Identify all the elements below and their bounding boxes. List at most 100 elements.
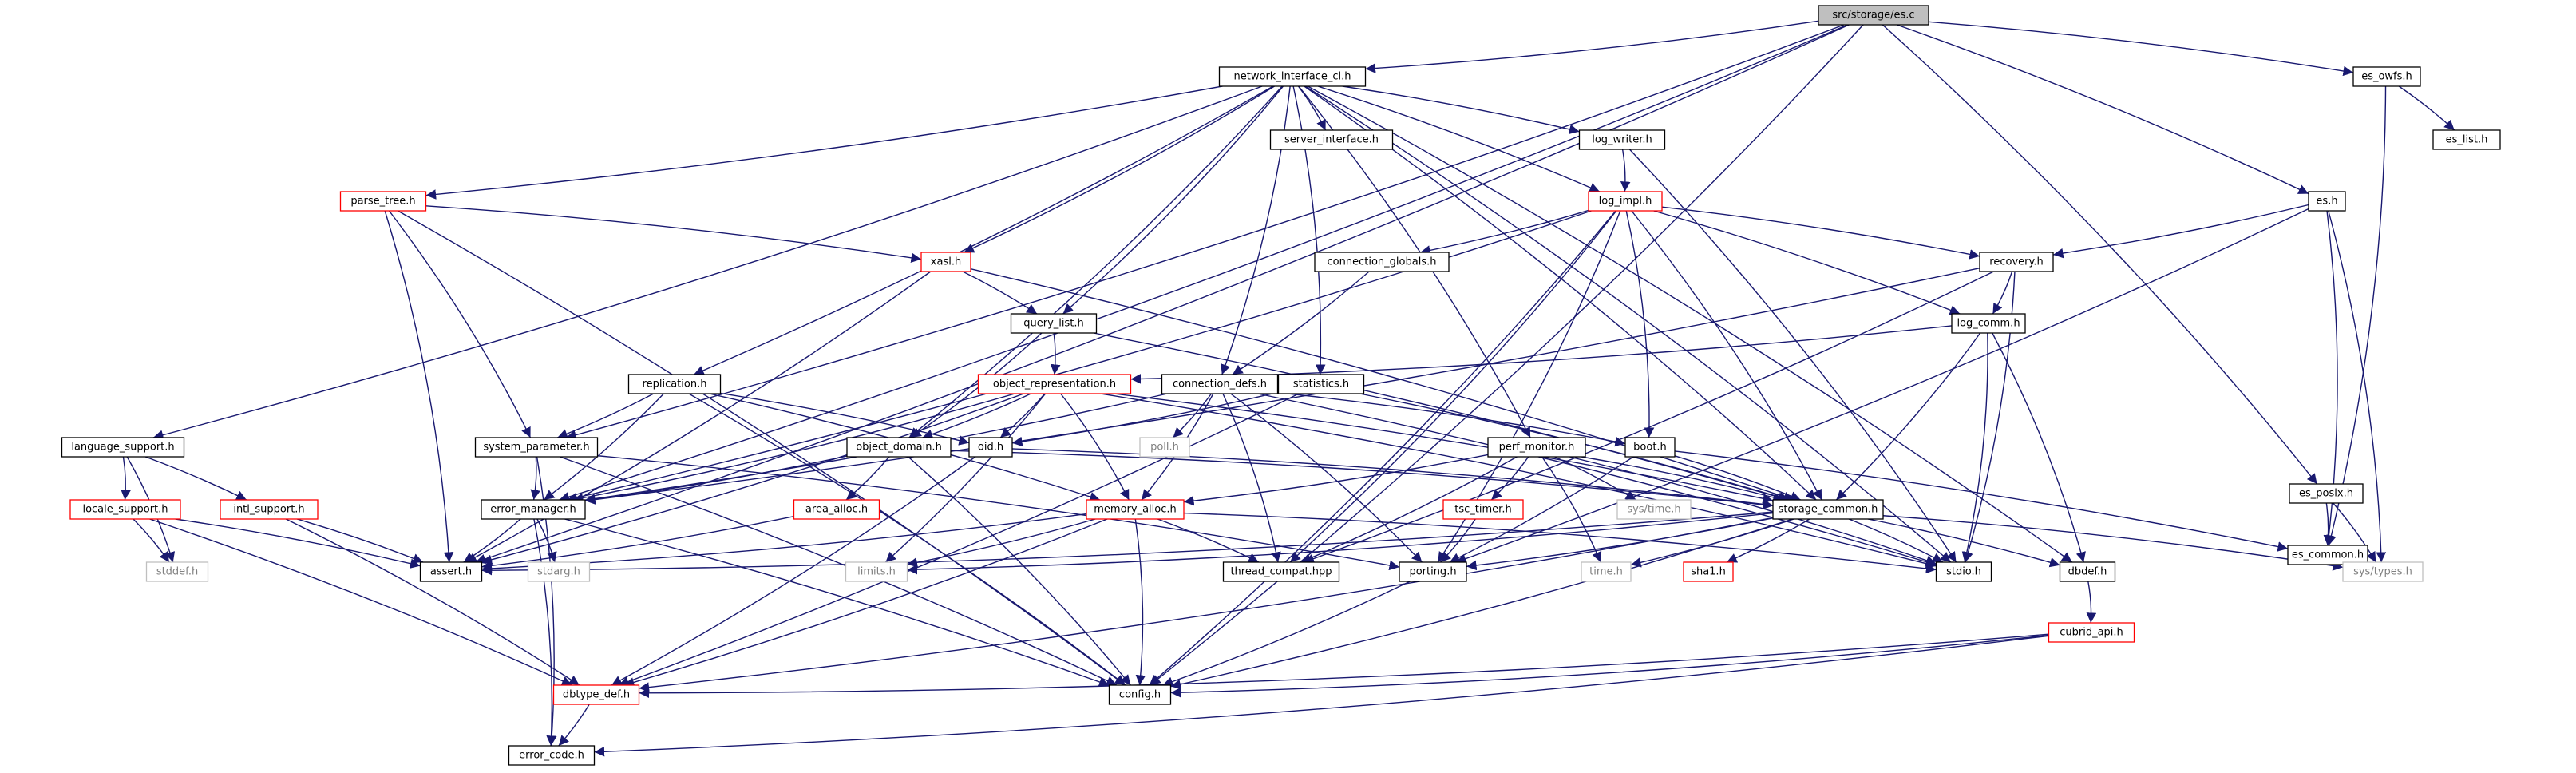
edge-statistics-to-oid [1011, 391, 1279, 447]
node-assert[interactable]: assert.h [419, 561, 483, 582]
node-label: es.h [2316, 196, 2337, 208]
node-box [2059, 561, 2116, 582]
node-recovery[interactable]: recovery.h [1979, 252, 2054, 272]
node-dbtype-def[interactable]: dbtype_def.h [552, 684, 640, 705]
node-label: stdio.h [1946, 566, 1981, 578]
node-box [69, 499, 181, 520]
node-connection-globals[interactable]: connection_globals.h [1314, 252, 1450, 272]
edge-network-interface-cl-to-language-support [152, 85, 1263, 440]
node-label: es_owfs.h [2361, 71, 2412, 83]
node-log-impl[interactable]: log_impl.h [1588, 191, 1663, 212]
node-perf-monitor[interactable]: perf_monitor.h [1487, 437, 1586, 458]
edge-replication-to-oid [720, 392, 970, 446]
node-memory-alloc[interactable]: memory_alloc.h [1086, 499, 1185, 520]
edge-network-interface-cl-to-xasl [964, 85, 1275, 253]
edge-error-manager-to-error-code [533, 518, 556, 747]
node-sha1[interactable]: sha1.h [1683, 561, 1734, 582]
node-parse-tree[interactable]: parse_tree.h [339, 191, 427, 212]
node-query-list[interactable]: query_list.h [1010, 313, 1098, 334]
node-box [2432, 129, 2501, 150]
node-box [61, 437, 185, 458]
node-area-alloc[interactable]: area_alloc.h [793, 499, 880, 520]
node-stddef: stddef.h [145, 561, 209, 582]
node-label: es_posix.h [2299, 488, 2353, 500]
node-label: error_code.h [519, 750, 584, 762]
edge-memory-alloc-to-dbtype-def [623, 518, 1108, 688]
node-box [474, 437, 599, 458]
edge-perf-monitor-to-tsc-timer [1490, 456, 1529, 501]
node-label: storage_common.h [1779, 504, 1878, 516]
node-box [1139, 437, 1190, 458]
edge-storage-common-to-dbdef [1867, 518, 2060, 568]
node-dbdef[interactable]: dbdef.h [2059, 561, 2116, 582]
node-xasl[interactable]: xasl.h [920, 252, 971, 272]
node-label: cubrid_api.h [2060, 627, 2123, 639]
node-network-interface-cl[interactable]: network_interface_cl.h [1218, 66, 1367, 87]
node-intl-support[interactable]: intl_support.h [220, 499, 319, 520]
node-label: error_manager.h [490, 504, 576, 516]
node-porting[interactable]: porting.h [1399, 561, 1467, 582]
node-box [793, 499, 880, 520]
node-error-code[interactable]: error_code.h [508, 745, 596, 766]
node-stdio[interactable]: stdio.h [1935, 561, 1992, 582]
node-es-h[interactable]: es.h [2308, 191, 2346, 212]
edge-connection-defs-to-stdio [1257, 393, 1937, 567]
node-label: connection_defs.h [1173, 379, 1267, 390]
node-server-interface[interactable]: server_interface.h [1269, 129, 1394, 150]
edge-log-impl-to-thread-compat [1289, 210, 1617, 563]
node-cubrid-api[interactable]: cubrid_api.h [2048, 622, 2135, 643]
edge-memory-alloc-to-config [1134, 518, 1146, 686]
edge-recovery-to-log-comm [1992, 271, 2013, 315]
edge-recovery-to-stdio [1963, 271, 2016, 563]
node-thread-compat[interactable]: thread_compat.hpp [1222, 561, 1340, 582]
node-config[interactable]: config.h [1108, 684, 1172, 705]
edge-object-domain-to-config [908, 456, 1131, 686]
edge-es-c-to-config [1150, 24, 1864, 686]
edge-storage-common-to-config [1170, 518, 1793, 690]
node-object-representation[interactable]: object_representation.h [977, 374, 1132, 394]
node-storage-common[interactable]: storage_common.h [1772, 499, 1884, 520]
node-label: stdarg.h [537, 566, 580, 578]
node-language-support[interactable]: language_support.h [61, 437, 185, 458]
edge-error-manager-to-stdarg [536, 518, 557, 563]
node-locale-support[interactable]: locale_support.h [69, 499, 181, 520]
node-label: area_alloc.h [805, 504, 868, 516]
node-es-common[interactable]: es_common.h [2287, 545, 2368, 565]
node-box [846, 437, 952, 458]
edge-dbtype-def-to-error-code [558, 704, 590, 747]
node-es-owfs[interactable]: es_owfs.h [2352, 66, 2421, 87]
node-oid[interactable]: oid.h [968, 437, 1013, 458]
node-es-c[interactable]: src/storage/es.c [1818, 5, 1929, 26]
node-es-posix[interactable]: es_posix.h [2289, 483, 2364, 504]
node-boot[interactable]: boot.h [1624, 437, 1676, 458]
edge-log-writer-to-log-impl [1620, 149, 1631, 192]
node-label: system_parameter.h [483, 442, 589, 454]
node-error-manager[interactable]: error_manager.h [481, 499, 586, 520]
node-label: oid.h [978, 442, 1003, 454]
edge-network-interface-cl-to-object-domain [908, 85, 1283, 438]
edge-connection-defs-to-poll [1172, 393, 1213, 438]
node-label: language_support.h [71, 442, 174, 454]
node-label: poll.h [1150, 442, 1179, 454]
edge-es-c-to-error-manager [559, 24, 1848, 502]
edge-log-comm-to-storage-common [1835, 332, 1981, 501]
node-replication[interactable]: replication.h [627, 374, 722, 394]
edge-replication-to-system-parameter [557, 393, 655, 439]
node-object-domain[interactable]: object_domain.h [846, 437, 952, 458]
edge-cubrid-api-to-dbtype-def [639, 633, 2049, 699]
node-log-comm[interactable]: log_comm.h [1951, 313, 2026, 334]
node-label: limits.h [857, 566, 896, 578]
edge-porting-to-config [1162, 581, 1411, 687]
edge-statistics-to-dbtype-def [618, 393, 1300, 687]
node-box [1979, 252, 2054, 272]
node-system-parameter[interactable]: system_parameter.h [474, 437, 599, 458]
node-connection-defs[interactable]: connection_defs.h [1161, 374, 1279, 394]
edge-perf-monitor-to-stdio [1569, 456, 1937, 565]
edge-cubrid-api-to-config [1170, 634, 2049, 698]
node-statistics[interactable]: statistics.h [1277, 374, 1365, 394]
node-box [1399, 561, 1467, 582]
node-log-writer[interactable]: log_writer.h [1578, 129, 1666, 150]
node-es-list[interactable]: es_list.h [2432, 129, 2501, 150]
node-tsc-timer[interactable]: tsc_timer.h [1442, 499, 1524, 520]
edge-storage-common-to-sys-types [1882, 515, 2344, 571]
